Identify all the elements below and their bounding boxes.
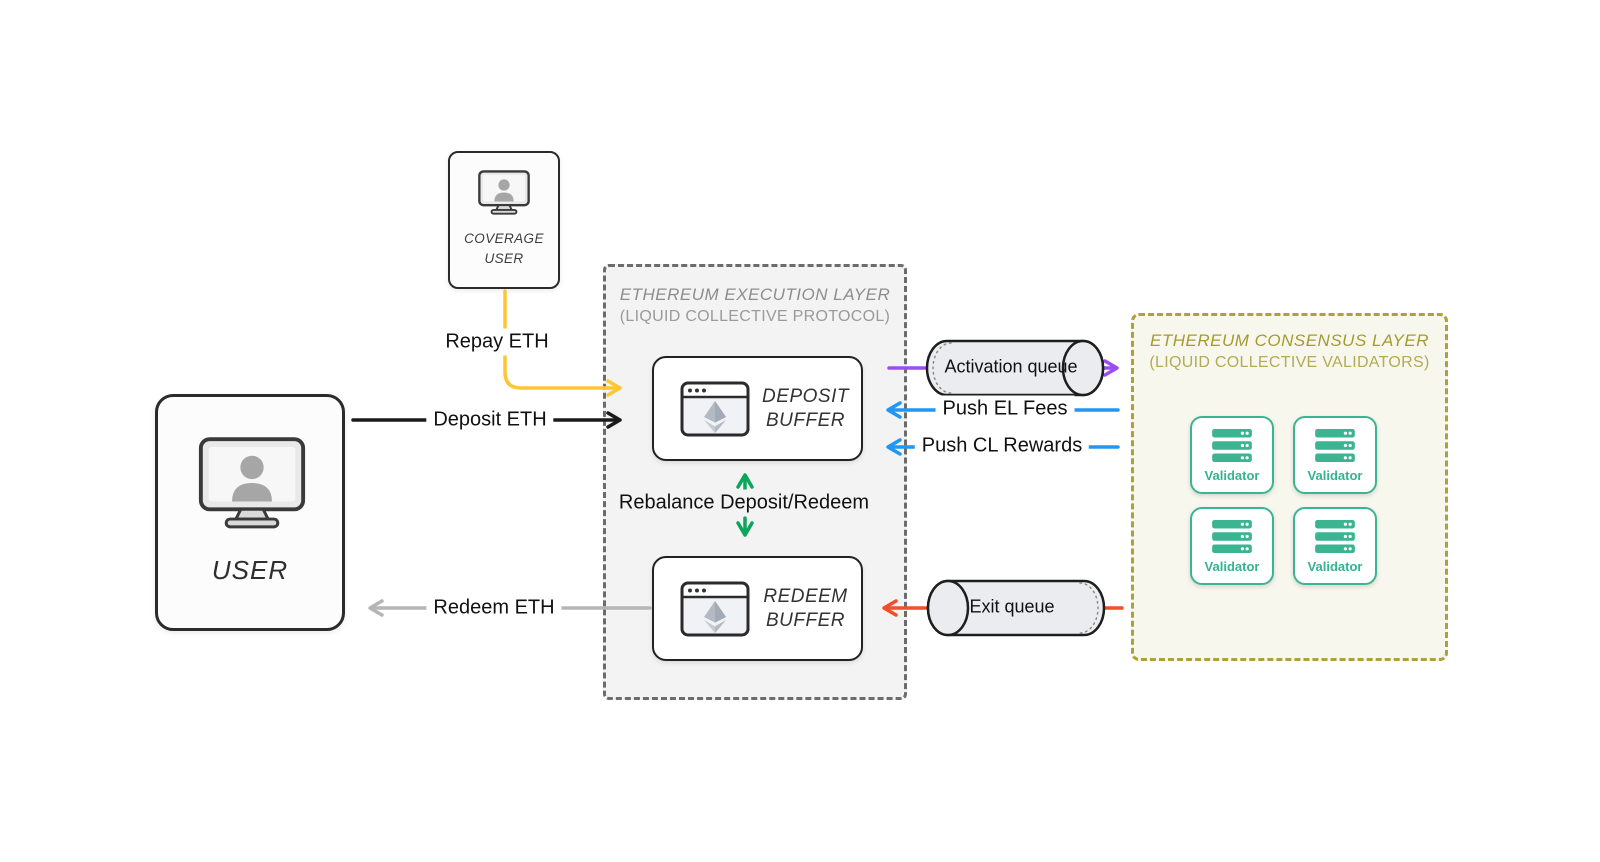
deposit-buffer-label: DEPOSIT BUFFER xyxy=(750,385,861,433)
coverage-monitor-icon xyxy=(478,170,530,215)
consensus-layer-title: ETHEREUM CONSENSUS LAYER xyxy=(1149,331,1429,350)
deposit-buffer-line2: BUFFER xyxy=(766,409,845,431)
redeem-buffer-line2: BUFFER xyxy=(766,609,845,631)
user-monitor-icon xyxy=(198,437,306,529)
execution-layer-subtitle: (LIQUID COLLECTIVE PROTOCOL) xyxy=(619,308,891,325)
deposit-buffer-box: DEPOSIT BUFFER xyxy=(652,356,863,461)
server-icon xyxy=(1315,428,1355,462)
server-icon xyxy=(1315,519,1355,553)
deposit-buffer-line1: DEPOSIT xyxy=(762,385,849,407)
redeem-buffer-line1: REDEEM xyxy=(763,585,848,607)
activation-queue-label: Activation queue xyxy=(944,356,1078,377)
consensus-layer-box: ETHEREUM CONSENSUS LAYER (LIQUID COLLECT… xyxy=(1131,313,1448,661)
validator-label: Validator xyxy=(1307,467,1363,483)
validator-box-2: Validator xyxy=(1293,416,1377,494)
coverage-user-label-line2: USER xyxy=(484,251,524,266)
user-box: USER xyxy=(155,394,345,631)
rebalance-label: Rebalance Deposit/Redeem xyxy=(611,489,877,517)
coverage-user-label-line1: COVERAGE xyxy=(464,231,544,246)
redeem-buffer-label: REDEEM BUFFER xyxy=(750,585,861,633)
validator-label: Validator xyxy=(1204,558,1260,574)
redeem-eth-label: Redeem ETH xyxy=(426,594,562,622)
repay-eth-label: Repay ETH xyxy=(438,328,556,356)
validator-label: Validator xyxy=(1307,558,1363,574)
execution-layer-title: ETHEREUM EXECUTION LAYER xyxy=(619,285,891,304)
exit-queue-label: Exit queue xyxy=(969,596,1055,617)
coverage-user-label: COVERAGE USER xyxy=(450,229,558,269)
coverage-user-box: COVERAGE USER xyxy=(448,151,560,289)
deposit-eth-label: Deposit ETH xyxy=(426,406,554,434)
deposit-buffer-browser-eth-icon xyxy=(680,381,750,436)
validator-box-3: Validator xyxy=(1190,507,1274,585)
user-label: USER xyxy=(211,555,289,585)
server-icon xyxy=(1212,428,1252,462)
push-cl-rewards-label: Push CL Rewards xyxy=(914,432,1090,460)
validator-label: Validator xyxy=(1204,467,1260,483)
consensus-layer-subtitle: (LIQUID COLLECTIVE VALIDATORS) xyxy=(1149,354,1430,371)
redeem-buffer-box: REDEEM BUFFER xyxy=(652,556,863,661)
push-el-fees-label: Push EL Fees xyxy=(935,395,1075,423)
validator-box-1: Validator xyxy=(1190,416,1274,494)
server-icon xyxy=(1212,519,1252,553)
redeem-buffer-browser-eth-icon xyxy=(680,581,750,636)
validator-box-4: Validator xyxy=(1293,507,1377,585)
